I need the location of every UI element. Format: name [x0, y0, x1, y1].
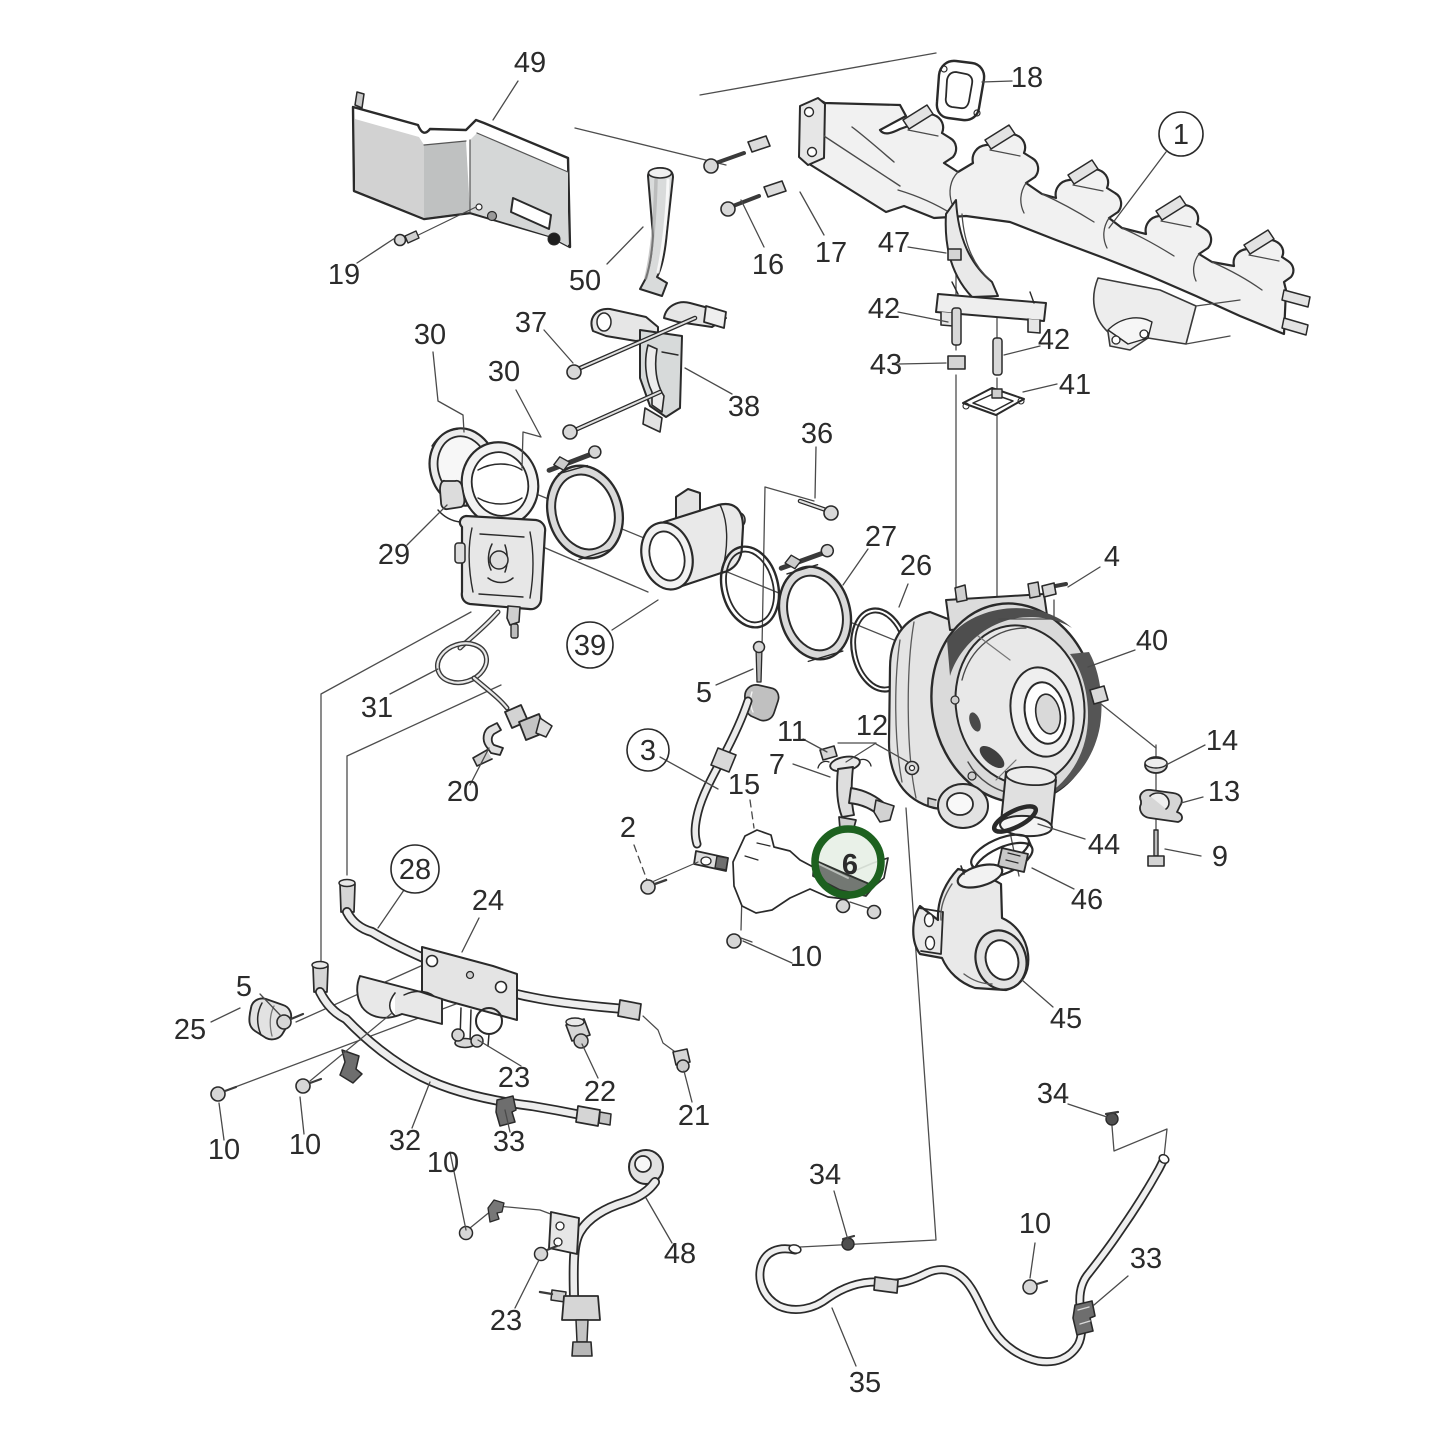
svg-text:49: 49 — [514, 47, 546, 79]
svg-text:10: 10 — [208, 1134, 240, 1166]
svg-text:32: 32 — [389, 1125, 421, 1157]
svg-text:35: 35 — [849, 1367, 881, 1399]
svg-text:30: 30 — [414, 319, 446, 351]
svg-text:22: 22 — [584, 1076, 616, 1108]
svg-text:38: 38 — [728, 391, 760, 423]
svg-text:1: 1 — [1173, 119, 1189, 151]
svg-text:25: 25 — [174, 1014, 206, 1046]
svg-text:16: 16 — [752, 249, 784, 281]
svg-text:29: 29 — [378, 539, 410, 571]
svg-text:36: 36 — [801, 418, 833, 450]
svg-text:34: 34 — [809, 1159, 841, 1191]
svg-text:44: 44 — [1088, 829, 1120, 861]
svg-text:46: 46 — [1071, 884, 1103, 916]
svg-text:4: 4 — [1104, 541, 1120, 573]
svg-text:31: 31 — [361, 692, 393, 724]
svg-text:10: 10 — [289, 1129, 321, 1161]
svg-text:39: 39 — [574, 630, 606, 662]
svg-text:30: 30 — [488, 356, 520, 388]
svg-text:11: 11 — [777, 716, 807, 748]
svg-text:5: 5 — [236, 971, 252, 1003]
svg-text:47: 47 — [878, 227, 910, 259]
svg-text:40: 40 — [1136, 625, 1168, 657]
svg-text:41: 41 — [1059, 369, 1091, 401]
svg-text:33: 33 — [1130, 1243, 1162, 1275]
svg-text:43: 43 — [870, 349, 902, 381]
svg-text:3: 3 — [640, 735, 656, 767]
svg-text:10: 10 — [790, 941, 822, 973]
svg-text:23: 23 — [490, 1305, 522, 1337]
svg-text:6: 6 — [842, 849, 858, 881]
svg-text:42: 42 — [868, 293, 900, 325]
svg-text:14: 14 — [1206, 725, 1238, 757]
svg-text:28: 28 — [399, 854, 431, 886]
svg-text:50: 50 — [569, 265, 601, 297]
svg-text:10: 10 — [1019, 1208, 1051, 1240]
svg-text:42: 42 — [1038, 324, 1070, 356]
svg-text:13: 13 — [1208, 776, 1240, 808]
svg-text:23: 23 — [498, 1062, 530, 1094]
svg-text:5: 5 — [696, 677, 712, 709]
svg-text:26: 26 — [900, 550, 932, 582]
svg-text:48: 48 — [664, 1238, 696, 1270]
svg-text:7: 7 — [769, 749, 785, 781]
svg-text:27: 27 — [865, 521, 897, 553]
svg-text:19: 19 — [328, 259, 360, 291]
svg-text:2: 2 — [620, 812, 636, 844]
svg-text:9: 9 — [1212, 841, 1228, 873]
svg-text:37: 37 — [515, 307, 547, 339]
svg-text:12: 12 — [856, 710, 888, 742]
svg-text:34: 34 — [1037, 1078, 1069, 1110]
svg-text:33: 33 — [493, 1126, 525, 1158]
svg-text:10: 10 — [427, 1147, 459, 1179]
svg-text:17: 17 — [815, 237, 847, 269]
svg-text:45: 45 — [1050, 1003, 1082, 1035]
svg-text:24: 24 — [472, 885, 504, 917]
svg-text:18: 18 — [1011, 62, 1043, 94]
svg-text:15: 15 — [728, 769, 760, 801]
svg-text:20: 20 — [447, 776, 479, 808]
svg-text:21: 21 — [678, 1100, 710, 1132]
